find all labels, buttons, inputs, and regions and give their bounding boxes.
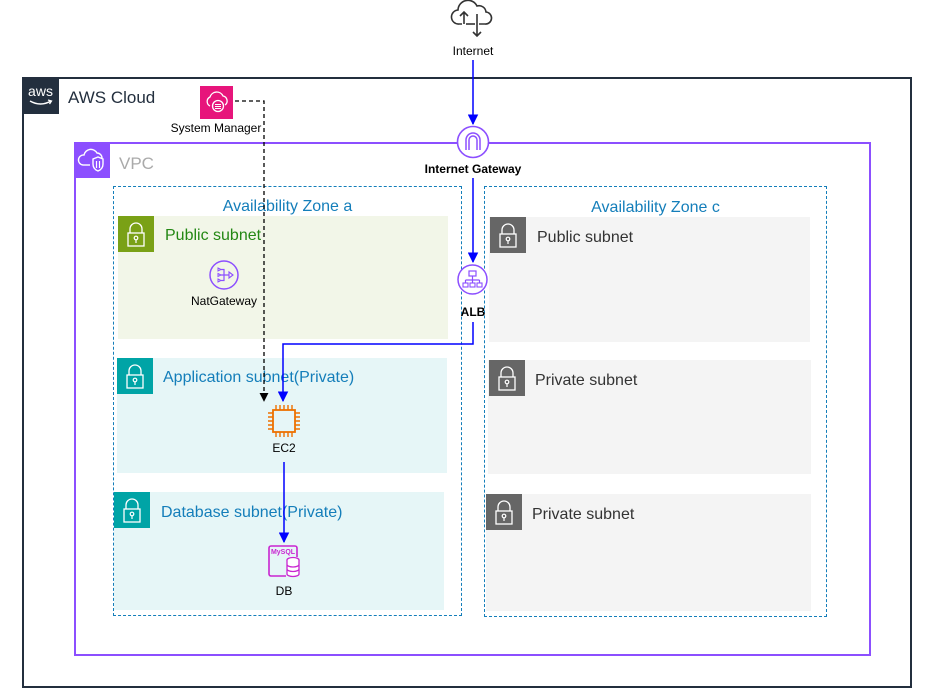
lock-icon [489,360,525,396]
load-balancer-icon [456,263,489,296]
ec2-chip-icon [265,402,303,440]
mysql-icon-text: MySQL [271,549,296,556]
internet-gateway-label: Internet Gateway [424,162,522,176]
lock-icon [118,216,154,252]
public-subnet-c-label: Public subnet [537,229,634,246]
public-subnet-a [118,216,448,339]
availability-zone-c [484,186,827,617]
aws-logo-icon: aws [22,77,59,114]
lock-icon [117,358,153,394]
application-subnet-label: Application subnet(Private) [163,369,355,386]
public-subnet-a-label: Public subnet [165,227,262,244]
availability-zone-c-label: Availability Zone c [591,199,720,216]
edge-ssm-to-ec2 [235,100,269,402]
alb-label: ALB [460,305,486,319]
private-subnet-c-2 [486,494,811,611]
availability-zone-a [113,186,462,616]
aws-logo-text: aws [28,83,53,99]
aws-cloud-group [22,77,912,688]
public-subnet-c [489,217,810,342]
database-subnet-a [114,492,444,610]
lock-icon [490,217,526,253]
private-subnet-c-2-label: Private subnet [532,506,635,523]
aws-cloud-label: AWS Cloud [68,88,156,107]
systems-manager-icon [200,86,233,119]
nat-gateway-label: NatGateway [190,294,258,308]
ec2-label: EC2 [272,441,296,455]
lock-icon [114,492,150,528]
internet-gateway-icon [455,124,491,160]
system-manager-label: System Manager [170,121,262,135]
mysql-db-icon: MySQL [266,543,302,579]
nat-gateway-icon [208,259,240,291]
private-subnet-c-1-label: Private subnet [535,372,638,389]
application-subnet-a [117,358,447,473]
vpc-cloud-shield-icon [74,142,110,178]
internet-cloud-icon [449,0,495,42]
vpc-label: VPC [119,154,154,173]
private-subnet-c-1 [488,360,811,474]
lock-icon [486,494,522,530]
internet-label: Internet [452,44,494,58]
database-subnet-label: Database subnet(Private) [161,504,343,521]
edge-alb-to-ec2 [277,322,474,403]
db-label: DB [275,584,293,598]
availability-zone-a-label: Availability Zone a [222,198,353,215]
